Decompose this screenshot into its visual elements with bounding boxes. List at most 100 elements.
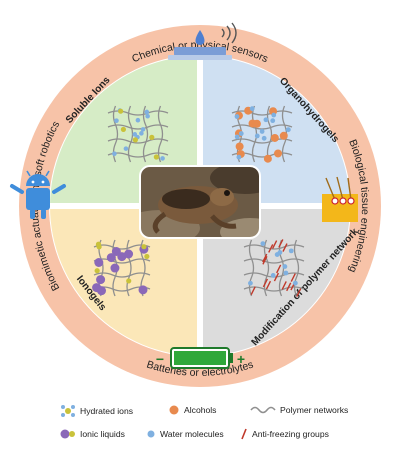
ionogel-network bbox=[92, 239, 151, 297]
water-molecule bbox=[135, 117, 141, 123]
water-molecule bbox=[145, 113, 150, 119]
alcohol bbox=[274, 149, 283, 158]
tissue-follicle-icon bbox=[322, 176, 358, 222]
alcohol bbox=[279, 131, 288, 140]
water-molecule bbox=[139, 131, 144, 136]
ionic-liquid bbox=[94, 257, 104, 267]
legend-label-water-molecules: Water molecules bbox=[160, 429, 224, 439]
ionic-liquid bbox=[106, 253, 116, 263]
ionic-liquid bbox=[96, 275, 106, 285]
ionic-liquid-anion bbox=[141, 244, 147, 250]
polymer-chain bbox=[266, 105, 273, 163]
water-molecule bbox=[123, 146, 129, 151]
anti-freezing-group bbox=[278, 239, 284, 248]
water-molecule bbox=[263, 117, 269, 123]
alcohol bbox=[263, 154, 272, 163]
water-molecule bbox=[292, 280, 298, 286]
soluble-ions-network bbox=[107, 105, 169, 163]
legend-label-ionic-liquids: Ionic liquids bbox=[80, 429, 125, 439]
ionic-liquid bbox=[110, 263, 120, 273]
polymer-chain bbox=[93, 272, 151, 278]
legend-label-anti-freezing: Anti-freezing groups bbox=[252, 429, 329, 439]
water-molecule bbox=[259, 129, 265, 134]
anti-freezing-group bbox=[282, 243, 288, 252]
water-molecule bbox=[140, 127, 146, 132]
anti-freezing-group bbox=[286, 282, 292, 292]
ionic-liquid-anion bbox=[144, 253, 150, 260]
legend-label-polymer-networks: Polymer networks bbox=[280, 405, 349, 415]
legend-polymer-networks: Polymer networks bbox=[250, 404, 348, 416]
ionic-liquid-anion bbox=[95, 241, 102, 247]
polymer-chain bbox=[107, 124, 169, 130]
water-molecule bbox=[238, 131, 244, 136]
anti-freezing-group bbox=[265, 280, 272, 290]
sensor-droplet-icon bbox=[168, 22, 237, 60]
android-robot-icon bbox=[10, 170, 66, 219]
polymer-chain bbox=[126, 239, 132, 297]
polymer-chain bbox=[243, 244, 305, 250]
hydrated-ion bbox=[132, 137, 138, 143]
anti-freezing-group bbox=[281, 281, 287, 290]
anti-freezing-group bbox=[290, 273, 296, 282]
ionic-liquid-anion bbox=[94, 268, 100, 274]
water-molecule bbox=[261, 135, 267, 141]
legend-label-alcohols: Alcohols bbox=[184, 405, 217, 415]
anti-freezing-group bbox=[262, 256, 268, 265]
water-molecule bbox=[249, 106, 255, 112]
water-molecule bbox=[283, 270, 289, 276]
water-molecule bbox=[270, 118, 276, 124]
hydrated-ion-icon bbox=[61, 405, 75, 417]
legend-anti-freezing: Anti-freezing groups bbox=[240, 428, 329, 440]
alcohol bbox=[235, 142, 244, 151]
anti-freezing-group bbox=[268, 244, 274, 253]
water-molecule bbox=[271, 112, 277, 118]
polymer-chain bbox=[248, 239, 255, 297]
legend-label-hydrated-ions: Hydrated ions bbox=[80, 406, 134, 416]
polymer-chain-icon bbox=[250, 406, 276, 414]
water-molecule bbox=[236, 154, 242, 160]
water-molecule bbox=[270, 273, 276, 278]
polymer-chain bbox=[243, 258, 305, 264]
anti-freezing-group bbox=[262, 253, 268, 263]
water-molecule bbox=[248, 280, 253, 286]
polymer-chain bbox=[93, 258, 151, 264]
hydrated-ion bbox=[149, 134, 155, 140]
water-molecule bbox=[282, 264, 288, 269]
battery-plus: + bbox=[237, 351, 245, 367]
anti-freezing-group bbox=[276, 264, 282, 274]
water-molecule bbox=[288, 248, 294, 254]
ionic-liquid bbox=[124, 249, 134, 259]
anti-freezing-group bbox=[273, 272, 280, 282]
modified-polymer-network bbox=[243, 239, 305, 297]
water-molecule bbox=[112, 151, 117, 157]
polymer-chain bbox=[293, 239, 300, 297]
water-molecule bbox=[234, 134, 240, 140]
polymer-chain bbox=[231, 124, 293, 130]
battery-icon: − + bbox=[156, 347, 245, 369]
anti-freezing-group bbox=[262, 278, 269, 288]
polymer-chain bbox=[263, 239, 270, 297]
polymer-chain bbox=[142, 105, 149, 163]
water-molecule-icon bbox=[147, 430, 155, 438]
polymer-chain bbox=[157, 105, 164, 163]
ionic-liquid bbox=[117, 252, 127, 262]
water-molecule bbox=[234, 114, 240, 119]
polymer-chain bbox=[107, 138, 169, 144]
legend: Hydrated ions Alcohols Polymer networks … bbox=[60, 402, 390, 450]
ionic-liquid bbox=[92, 283, 102, 293]
ionic-liquid-anion bbox=[126, 278, 132, 284]
hydrated-ion bbox=[118, 108, 124, 114]
anti-freezing-group bbox=[296, 288, 302, 297]
ionic-liquid-icon bbox=[60, 429, 75, 439]
battery-minus: − bbox=[156, 351, 164, 367]
anti-freezing-group bbox=[250, 286, 256, 295]
polymer-chain bbox=[127, 105, 134, 163]
water-molecule bbox=[114, 118, 119, 123]
water-molecule bbox=[285, 127, 291, 133]
legend-hydrated-ions: Hydrated ions bbox=[60, 404, 133, 418]
water-molecule bbox=[254, 133, 260, 139]
legend-ionic-liquids: Ionic liquids bbox=[60, 428, 125, 440]
alcohol bbox=[270, 133, 279, 142]
water-molecule bbox=[260, 241, 266, 246]
